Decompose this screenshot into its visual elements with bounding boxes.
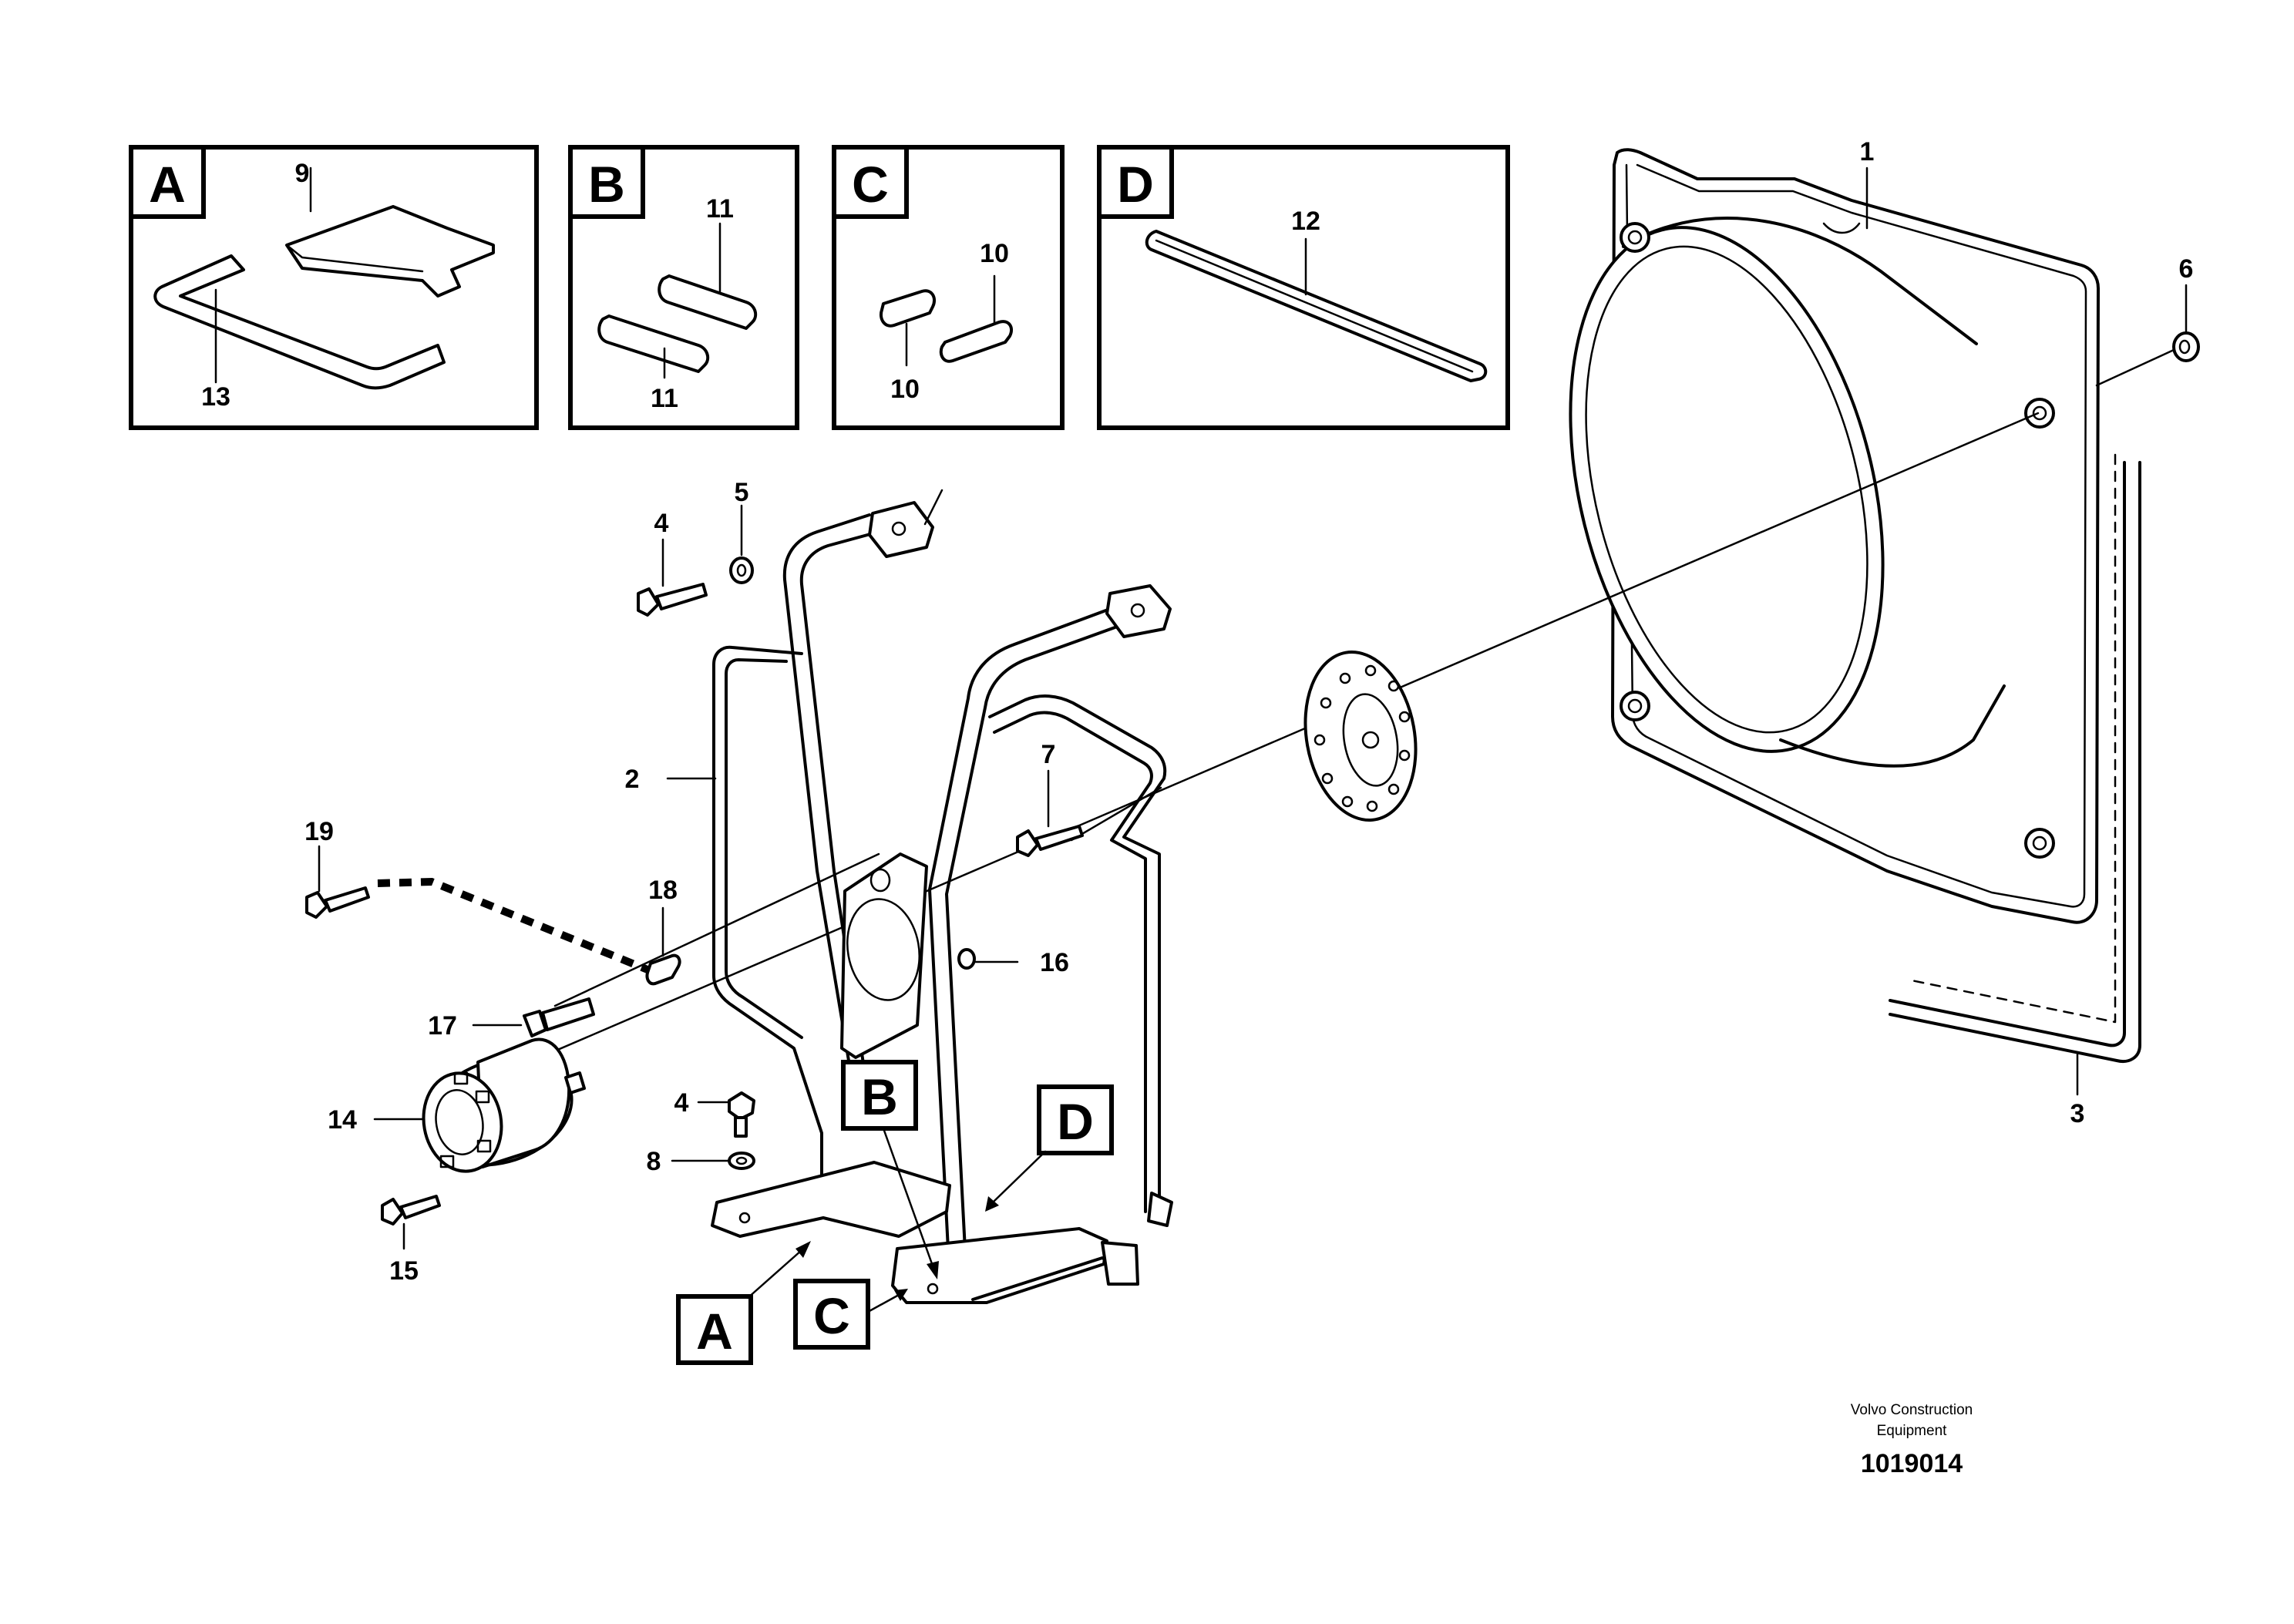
callout-3: 3 bbox=[2070, 1099, 2085, 1128]
inset-d: D 12 bbox=[1097, 145, 1510, 430]
callout-13: 13 bbox=[201, 382, 230, 412]
inset-a-label-box bbox=[129, 145, 206, 219]
callout-14: 14 bbox=[328, 1105, 357, 1135]
inset-b: B 11 11 bbox=[568, 145, 799, 430]
callout-9: 9 bbox=[295, 159, 310, 188]
axis-line-7 bbox=[1070, 786, 1162, 842]
callout-12: 12 bbox=[1291, 207, 1320, 236]
callout-2: 2 bbox=[625, 765, 640, 794]
inset-c-label-box bbox=[832, 145, 909, 219]
shroud-hole-2 bbox=[2024, 398, 2055, 429]
shroud-hole-4 bbox=[1620, 691, 1650, 721]
shroud-hole-1 bbox=[1620, 222, 1650, 253]
washer-part-5: 5 bbox=[729, 478, 754, 584]
clip-part-10-right bbox=[939, 320, 1014, 363]
side-tab bbox=[1147, 1192, 1173, 1227]
sensor-part-17: 17 bbox=[428, 997, 595, 1041]
pointer-a-letter: A bbox=[696, 1303, 733, 1360]
callout-8: 8 bbox=[647, 1147, 661, 1176]
callout-5: 5 bbox=[735, 478, 749, 507]
callout-10-bottom: 10 bbox=[890, 375, 920, 404]
foot-plate-a bbox=[711, 1161, 951, 1238]
callout-6: 6 bbox=[2179, 254, 2194, 284]
credit-line-1: Volvo Construction bbox=[1851, 1402, 1973, 1418]
inset-b-letter: B bbox=[588, 156, 625, 213]
pointer-c-letter: C bbox=[813, 1287, 850, 1344]
callout-1: 1 bbox=[1860, 137, 1875, 166]
bolt-part-7: 7 bbox=[1016, 740, 1084, 857]
inset-a-letter: A bbox=[149, 156, 186, 213]
callout-4-bottom: 4 bbox=[674, 1088, 689, 1118]
callout-17: 17 bbox=[428, 1011, 457, 1041]
wire-part-19: 19 bbox=[304, 817, 649, 973]
callout-18: 18 bbox=[648, 876, 678, 905]
seal-strip: 3 bbox=[1889, 453, 2141, 1128]
clip-part-10-left bbox=[880, 289, 937, 328]
callout-4-top: 4 bbox=[654, 509, 669, 538]
bracket-part-13 bbox=[153, 254, 446, 390]
top-flange-right bbox=[1105, 584, 1172, 638]
clip-part-18: 18 bbox=[645, 876, 681, 986]
bolt-part-4-upper: 4 bbox=[637, 509, 708, 617]
bracket-frame: 2 bbox=[625, 489, 1173, 1304]
motor-part-14: 14 bbox=[328, 1037, 586, 1173]
pointer-c: C bbox=[793, 1279, 908, 1350]
foot-plate-c bbox=[891, 1227, 1108, 1304]
inset-c: C 10 10 bbox=[832, 145, 1065, 430]
callout-10-top: 10 bbox=[980, 239, 1009, 268]
callout-7: 7 bbox=[1041, 740, 1056, 769]
inset-b-label-box bbox=[568, 145, 645, 219]
shroud-hole-3 bbox=[2024, 828, 2055, 859]
inset-c-letter: C bbox=[852, 156, 889, 213]
strip-part-11-lower bbox=[597, 314, 710, 373]
motor-mount-plate bbox=[840, 852, 928, 1059]
credit-line-2: Equipment bbox=[1877, 1423, 1948, 1439]
fan-hub bbox=[1303, 650, 1418, 822]
pointer-b: B bbox=[841, 1060, 939, 1279]
pointer-b-letter: B bbox=[861, 1068, 898, 1125]
pointer-d: D bbox=[985, 1084, 1114, 1212]
pointer-d-letter: D bbox=[1057, 1093, 1094, 1150]
inset-a: A 9 13 bbox=[129, 145, 539, 430]
callout-19: 19 bbox=[304, 817, 334, 846]
assembly-axis-line bbox=[438, 412, 2040, 1102]
plate-part-9 bbox=[285, 205, 495, 298]
bolt-part-4-lower: 4 bbox=[674, 1088, 755, 1138]
figure-number: 1019014 bbox=[1861, 1449, 1963, 1478]
pointer-a: A bbox=[676, 1241, 811, 1365]
top-flange-left bbox=[868, 501, 934, 558]
inset-d-letter: D bbox=[1117, 156, 1154, 213]
screw-part-15: 15 bbox=[381, 1195, 441, 1286]
fan-shroud: 1 bbox=[1569, 137, 2100, 924]
foot-bracket-d bbox=[1101, 1241, 1139, 1286]
nut-part-6: 6 bbox=[2095, 254, 2200, 387]
callout-11-top: 11 bbox=[706, 194, 734, 224]
callout-11-bottom: 11 bbox=[651, 384, 678, 413]
strip-part-11-upper bbox=[658, 274, 758, 330]
nut-part-16: 16 bbox=[957, 948, 1069, 977]
callout-16: 16 bbox=[1040, 948, 1069, 977]
washer-part-8: 8 bbox=[647, 1147, 755, 1176]
callout-15: 15 bbox=[389, 1256, 419, 1286]
axis-line-17 bbox=[553, 852, 880, 1007]
inset-d-label-box bbox=[1097, 145, 1174, 219]
